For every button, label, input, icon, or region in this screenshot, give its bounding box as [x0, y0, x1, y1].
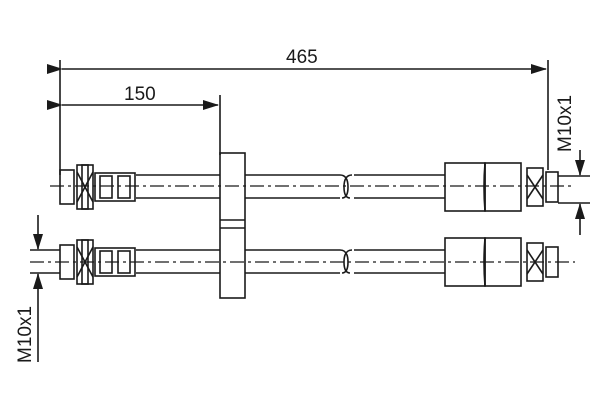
hose-top — [50, 162, 575, 212]
dimension-thread-left — [30, 215, 60, 362]
hose-bottom — [30, 237, 575, 287]
dimension-label-465: 465 — [286, 47, 318, 68]
dimension-label-150: 150 — [124, 84, 156, 105]
mounting-flange — [219, 152, 246, 299]
dimension-thread-right — [558, 150, 590, 235]
thread-label-left: M10x1 — [15, 305, 36, 363]
thread-label-right: M10x1 — [555, 94, 576, 152]
dimension-465 — [47, 60, 549, 175]
dimension-150 — [47, 95, 221, 155]
